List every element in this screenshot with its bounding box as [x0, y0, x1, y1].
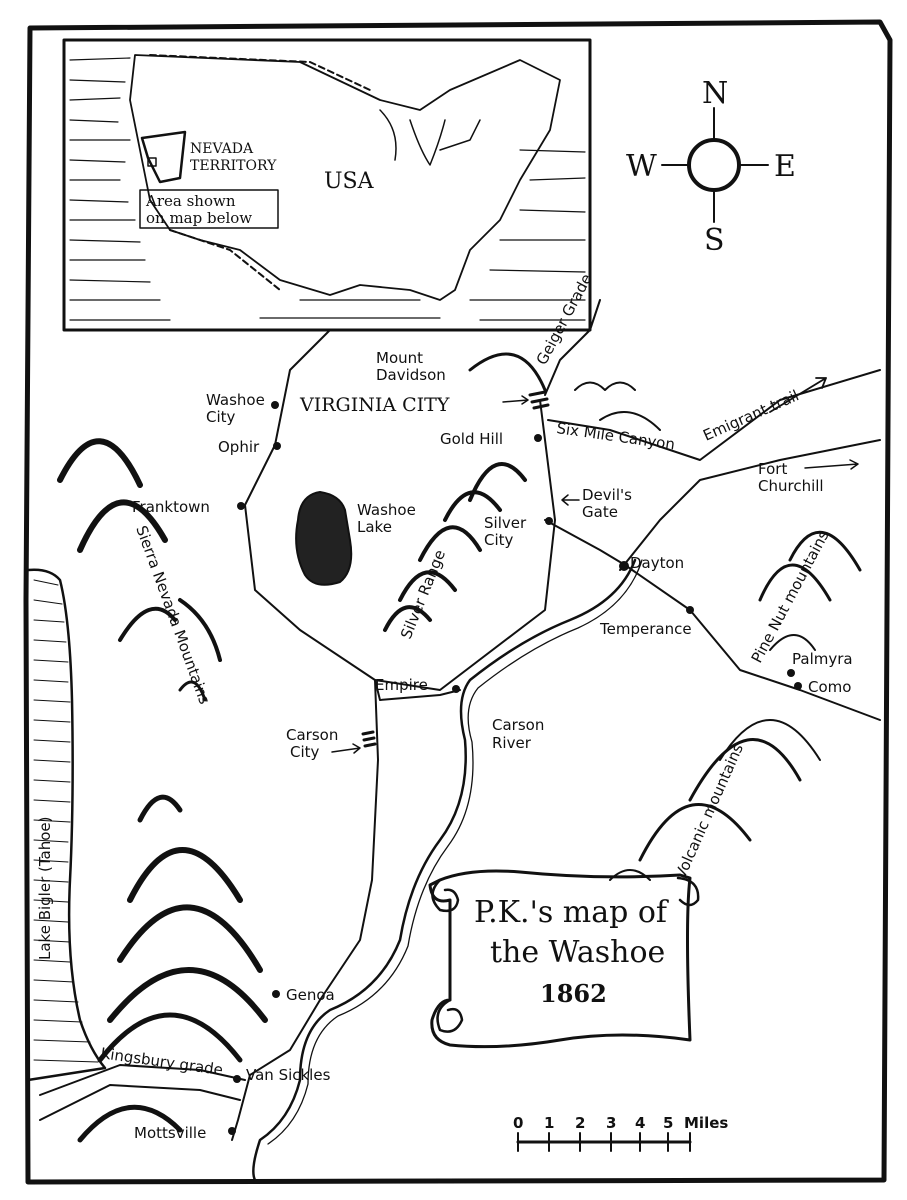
label-dayton: Dayton — [630, 554, 684, 572]
road-kingsbury — [39, 1064, 246, 1096]
label-washoe-city-1: Washoe — [206, 391, 265, 409]
town-markers — [228, 401, 802, 1135]
label-emigrant-trail: Emigrant trail — [700, 386, 801, 444]
inset-coast-hatch — [69, 57, 586, 321]
label-kingsbury-grade: Kingsbury grade — [99, 1044, 224, 1079]
inset-country-label: USA — [324, 169, 375, 194]
inset-territory-label-1: NEVADA — [190, 141, 254, 157]
label-silver-city-1: Silver — [484, 514, 527, 532]
label-franktown: Franktown — [132, 498, 210, 516]
inset-frame — [62, 38, 592, 332]
title-line-2: the Washoe — [490, 935, 665, 970]
scale-tick-2: 2 — [575, 1114, 585, 1132]
label-devils-gate-2: Gate — [582, 503, 618, 521]
compass-rose: N S W E — [626, 76, 796, 258]
washoe-lake — [295, 490, 353, 586]
label-lake-bigler: Lake Bigler (Tahoe) — [36, 817, 54, 961]
inset-nevada-territory — [140, 130, 187, 184]
label-mount-davidson-1: Mount — [376, 349, 423, 367]
inset-border-dashed — [149, 54, 371, 291]
label-sierra-nevada: Sierra Nevada Mountains — [132, 523, 213, 707]
mountain-ridges — [57, 352, 862, 1143]
compass-west: W — [626, 149, 657, 184]
road-fort-churchill — [619, 439, 881, 571]
label-fort-churchill-2: Churchill — [758, 477, 824, 495]
compass-north: N — [702, 76, 728, 111]
label-carson-river-1: Carson — [492, 716, 544, 734]
label-silver-city-2: City — [484, 531, 514, 549]
label-palmyra: Palmyra — [792, 650, 853, 668]
lake-tahoe-shoreline — [26, 568, 107, 1082]
label-virginia-city: VIRGINIA CITY — [299, 394, 450, 416]
inset-note-line-1: Area shown — [145, 192, 236, 210]
label-gold-hill: Gold Hill — [440, 430, 503, 448]
label-van-sickles: Van Sickles — [246, 1066, 331, 1084]
road-kingsbury-2 — [39, 1084, 241, 1121]
label-washoe-city-2: City — [206, 408, 236, 426]
scale-tick-0: 0 — [513, 1114, 523, 1132]
carson-river-bank — [267, 559, 643, 1145]
map-border — [23, 19, 893, 1185]
label-mount-davidson-2: Davidson — [376, 366, 446, 384]
label-carson-city-2: City — [290, 743, 320, 761]
carson-city-marker — [361, 730, 377, 748]
carson-river — [252, 558, 637, 1182]
inset-area-marker — [147, 157, 157, 167]
title-year: 1862 — [540, 979, 607, 1008]
label-carson-city-1: Carson — [286, 726, 338, 744]
scale-bar: 0 1 2 3 4 5 Miles — [513, 1114, 728, 1152]
compass-south: S — [704, 223, 725, 258]
label-volcanic: Volcanic mountains — [671, 741, 747, 882]
label-temperance: Temperance — [599, 620, 692, 638]
road-emigrant — [547, 369, 881, 461]
title-line-1: P.K.'s map of — [474, 895, 669, 930]
label-genoa: Genoa — [286, 986, 335, 1004]
scale-tick-3: 3 — [606, 1114, 616, 1132]
compass-east: E — [774, 149, 796, 184]
inset-note-box — [139, 189, 279, 229]
inset-territory-label-2: TERRITORY — [190, 158, 277, 174]
road-empire-branch — [374, 679, 461, 701]
label-washoe-lake-1: Washoe — [357, 501, 416, 519]
lake-tahoe-hatch — [33, 579, 99, 1063]
road-carson-south — [231, 679, 379, 1141]
inset-great-lakes — [379, 109, 481, 166]
virginia-city-marker — [528, 390, 550, 410]
title-scroll: P.K.'s map of the Washoe 1862 — [428, 869, 700, 1049]
inset-note-line-2: on map below — [146, 209, 252, 227]
scale-tick-4: 4 — [635, 1114, 645, 1132]
label-ophir: Ophir — [218, 438, 260, 456]
label-six-mile-canyon: Six Mile Canyon — [555, 419, 676, 453]
label-carson-river-2: River — [492, 734, 532, 752]
inset-usa-map: NEVADA TERRITORY USA Area shown on map b… — [62, 38, 592, 332]
label-washoe-lake-2: Lake — [357, 518, 392, 536]
label-como: Como — [808, 678, 851, 696]
label-geiger-grade: Geiger Grade — [533, 271, 596, 368]
roads — [39, 299, 881, 1141]
scale-unit: Miles — [684, 1114, 728, 1132]
label-fort-churchill-1: Fort — [758, 460, 787, 478]
label-empire: Empire — [375, 676, 428, 694]
scale-tick-1: 1 — [544, 1114, 554, 1132]
scale-tick-5: 5 — [663, 1114, 673, 1132]
label-mottsville: Mottsville — [134, 1124, 206, 1142]
road-valley-loop — [244, 329, 556, 691]
inset-usa-outline — [129, 54, 561, 301]
label-devils-gate-1: Devil's — [582, 486, 632, 504]
road-geiger — [544, 299, 601, 396]
